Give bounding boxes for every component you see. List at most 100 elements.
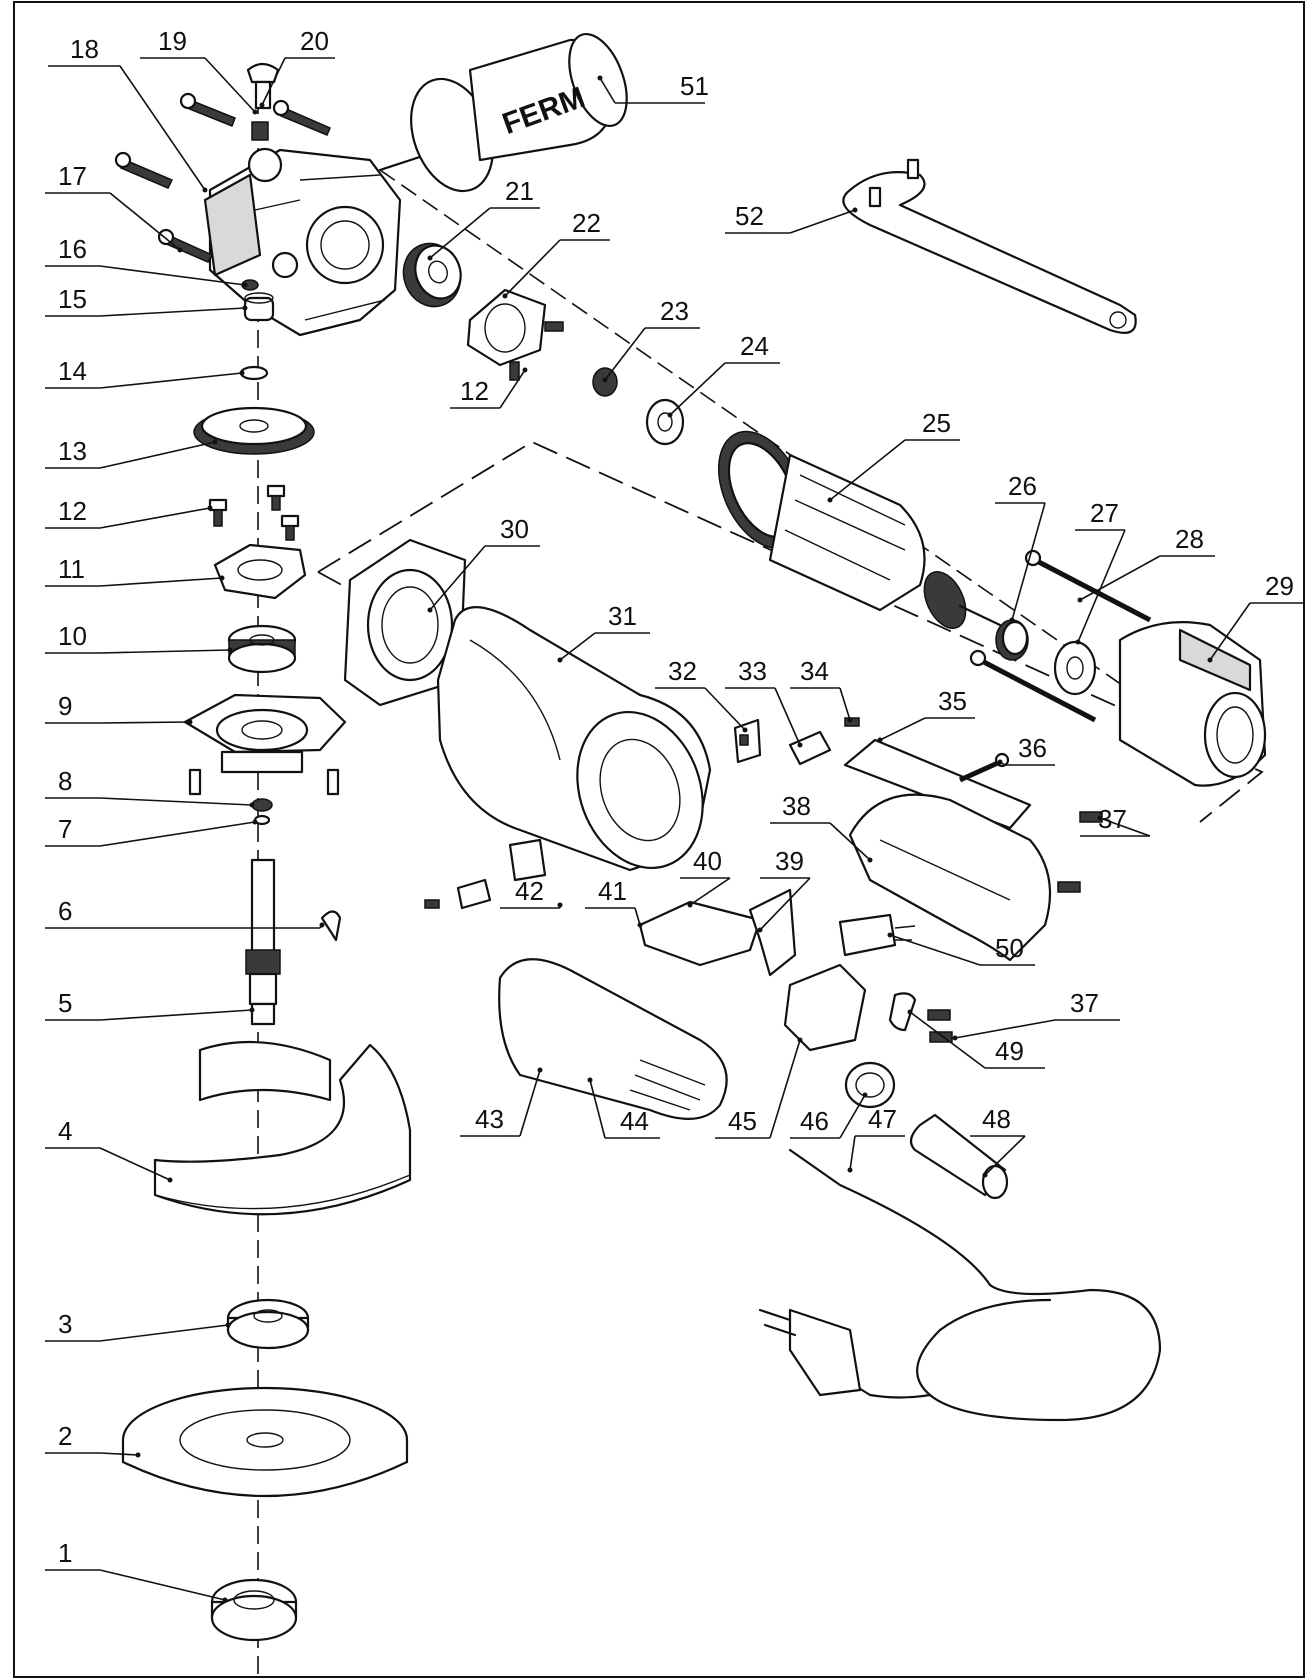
leader-dot (227, 647, 233, 653)
leader-dot (219, 575, 225, 581)
part-number: 33 (738, 656, 767, 686)
leader-line (99, 577, 223, 587)
leader-dot (135, 1452, 141, 1458)
leader-dot (827, 497, 833, 503)
part-number: 2 (58, 1421, 72, 1451)
leader-dot (252, 109, 258, 115)
armature (717, 430, 1002, 629)
part-number: 34 (800, 656, 829, 686)
part-number: 37 (1070, 988, 1099, 1018)
leader-line (261, 57, 286, 106)
leader-dot (249, 802, 255, 808)
small-screw-34 (844, 717, 860, 727)
part-number: 11 (58, 554, 85, 584)
leader-dot (242, 305, 248, 311)
bearing-plate-screws (208, 484, 300, 541)
leader-line (99, 265, 246, 286)
part-number: 19 (158, 26, 187, 56)
leader-line (669, 362, 726, 416)
part-number: 16 (58, 234, 87, 264)
part-label-16: 16 (45, 234, 248, 288)
leader-line (99, 1009, 253, 1021)
leader-dot (252, 819, 258, 825)
capacitor (838, 913, 916, 957)
pin-spanner (842, 158, 1137, 334)
leader-line (634, 907, 641, 926)
leader-dot (757, 927, 763, 933)
part-number: 38 (782, 791, 811, 821)
switch-connector (788, 730, 832, 766)
leader-dot (177, 247, 183, 253)
leader-dot (202, 187, 208, 193)
part-number: 12 (460, 376, 489, 406)
part-label-19: 19 (140, 26, 258, 115)
motor-bearing-front (402, 242, 462, 308)
leader-dot (249, 1007, 255, 1013)
part-number: 29 (1265, 571, 1294, 601)
wheel-guard (153, 1040, 412, 1216)
part-number: 50 (995, 933, 1024, 963)
leader-line (954, 1019, 1056, 1039)
leader-line (204, 57, 256, 113)
part-number: 42 (515, 876, 544, 906)
leader-dot (557, 902, 563, 908)
motor-housing (436, 606, 712, 872)
switch-terminals (424, 838, 547, 910)
leader-dot (797, 1037, 803, 1043)
part-label-41: 41 (585, 876, 643, 928)
fan-bushing (645, 398, 685, 446)
leader-dot (1097, 815, 1103, 821)
part-number: 23 (660, 296, 689, 326)
part-number: 28 (1175, 524, 1204, 554)
handle-screw-36 (958, 752, 1010, 783)
leader-line (504, 239, 561, 297)
part-number: 47 (868, 1104, 897, 1134)
spindle-lock (246, 62, 280, 141)
leader-dot (862, 1092, 868, 1098)
leader-dot (1075, 639, 1081, 645)
part-label-45: 45 (715, 1037, 803, 1139)
part-label-43: 43 (460, 1067, 543, 1137)
part-number: 21 (505, 176, 534, 206)
leader-line (99, 1452, 139, 1456)
leader-line (1099, 817, 1151, 837)
leader-line (519, 1069, 541, 1137)
part-number: 20 (300, 26, 329, 56)
part-label-42: 42 (500, 876, 563, 909)
stator-screws (969, 549, 1152, 723)
part-number: 8 (58, 766, 72, 796)
part-label-35: 35 (877, 686, 975, 743)
leader-line (119, 65, 206, 191)
leader-dot (1207, 657, 1213, 663)
part-label-18: 18 (48, 34, 208, 193)
leader-dot (1077, 597, 1083, 603)
part-number: 46 (800, 1106, 829, 1136)
part-number: 32 (668, 656, 697, 686)
leader-line (839, 687, 851, 721)
stator (1118, 621, 1267, 787)
bearing-flange (183, 693, 347, 796)
leader-dot (187, 719, 193, 725)
page-border (13, 1, 1305, 1678)
bearing-sleeve (1053, 640, 1097, 696)
part-label-32: 32 (655, 656, 748, 733)
leader-dot (847, 717, 853, 723)
part-number: 18 (70, 34, 99, 64)
leader-dot (557, 657, 563, 663)
part-label-25: 25 (827, 408, 960, 503)
leader-line (984, 1135, 1026, 1176)
leader-dot (687, 902, 693, 908)
part-label-52: 52 (725, 201, 858, 234)
part-number: 9 (58, 691, 72, 721)
part-label-17: 17 (45, 161, 183, 253)
leader-line (99, 1324, 229, 1342)
part-label-1: 1 (45, 1538, 228, 1603)
leader-dot (522, 367, 528, 373)
part-number: 15 (58, 284, 87, 314)
part-number: 5 (58, 988, 72, 1018)
leader-line (499, 369, 526, 409)
part-number: 39 (775, 846, 804, 876)
part-number: 51 (680, 71, 709, 101)
leader-line (909, 1011, 986, 1069)
